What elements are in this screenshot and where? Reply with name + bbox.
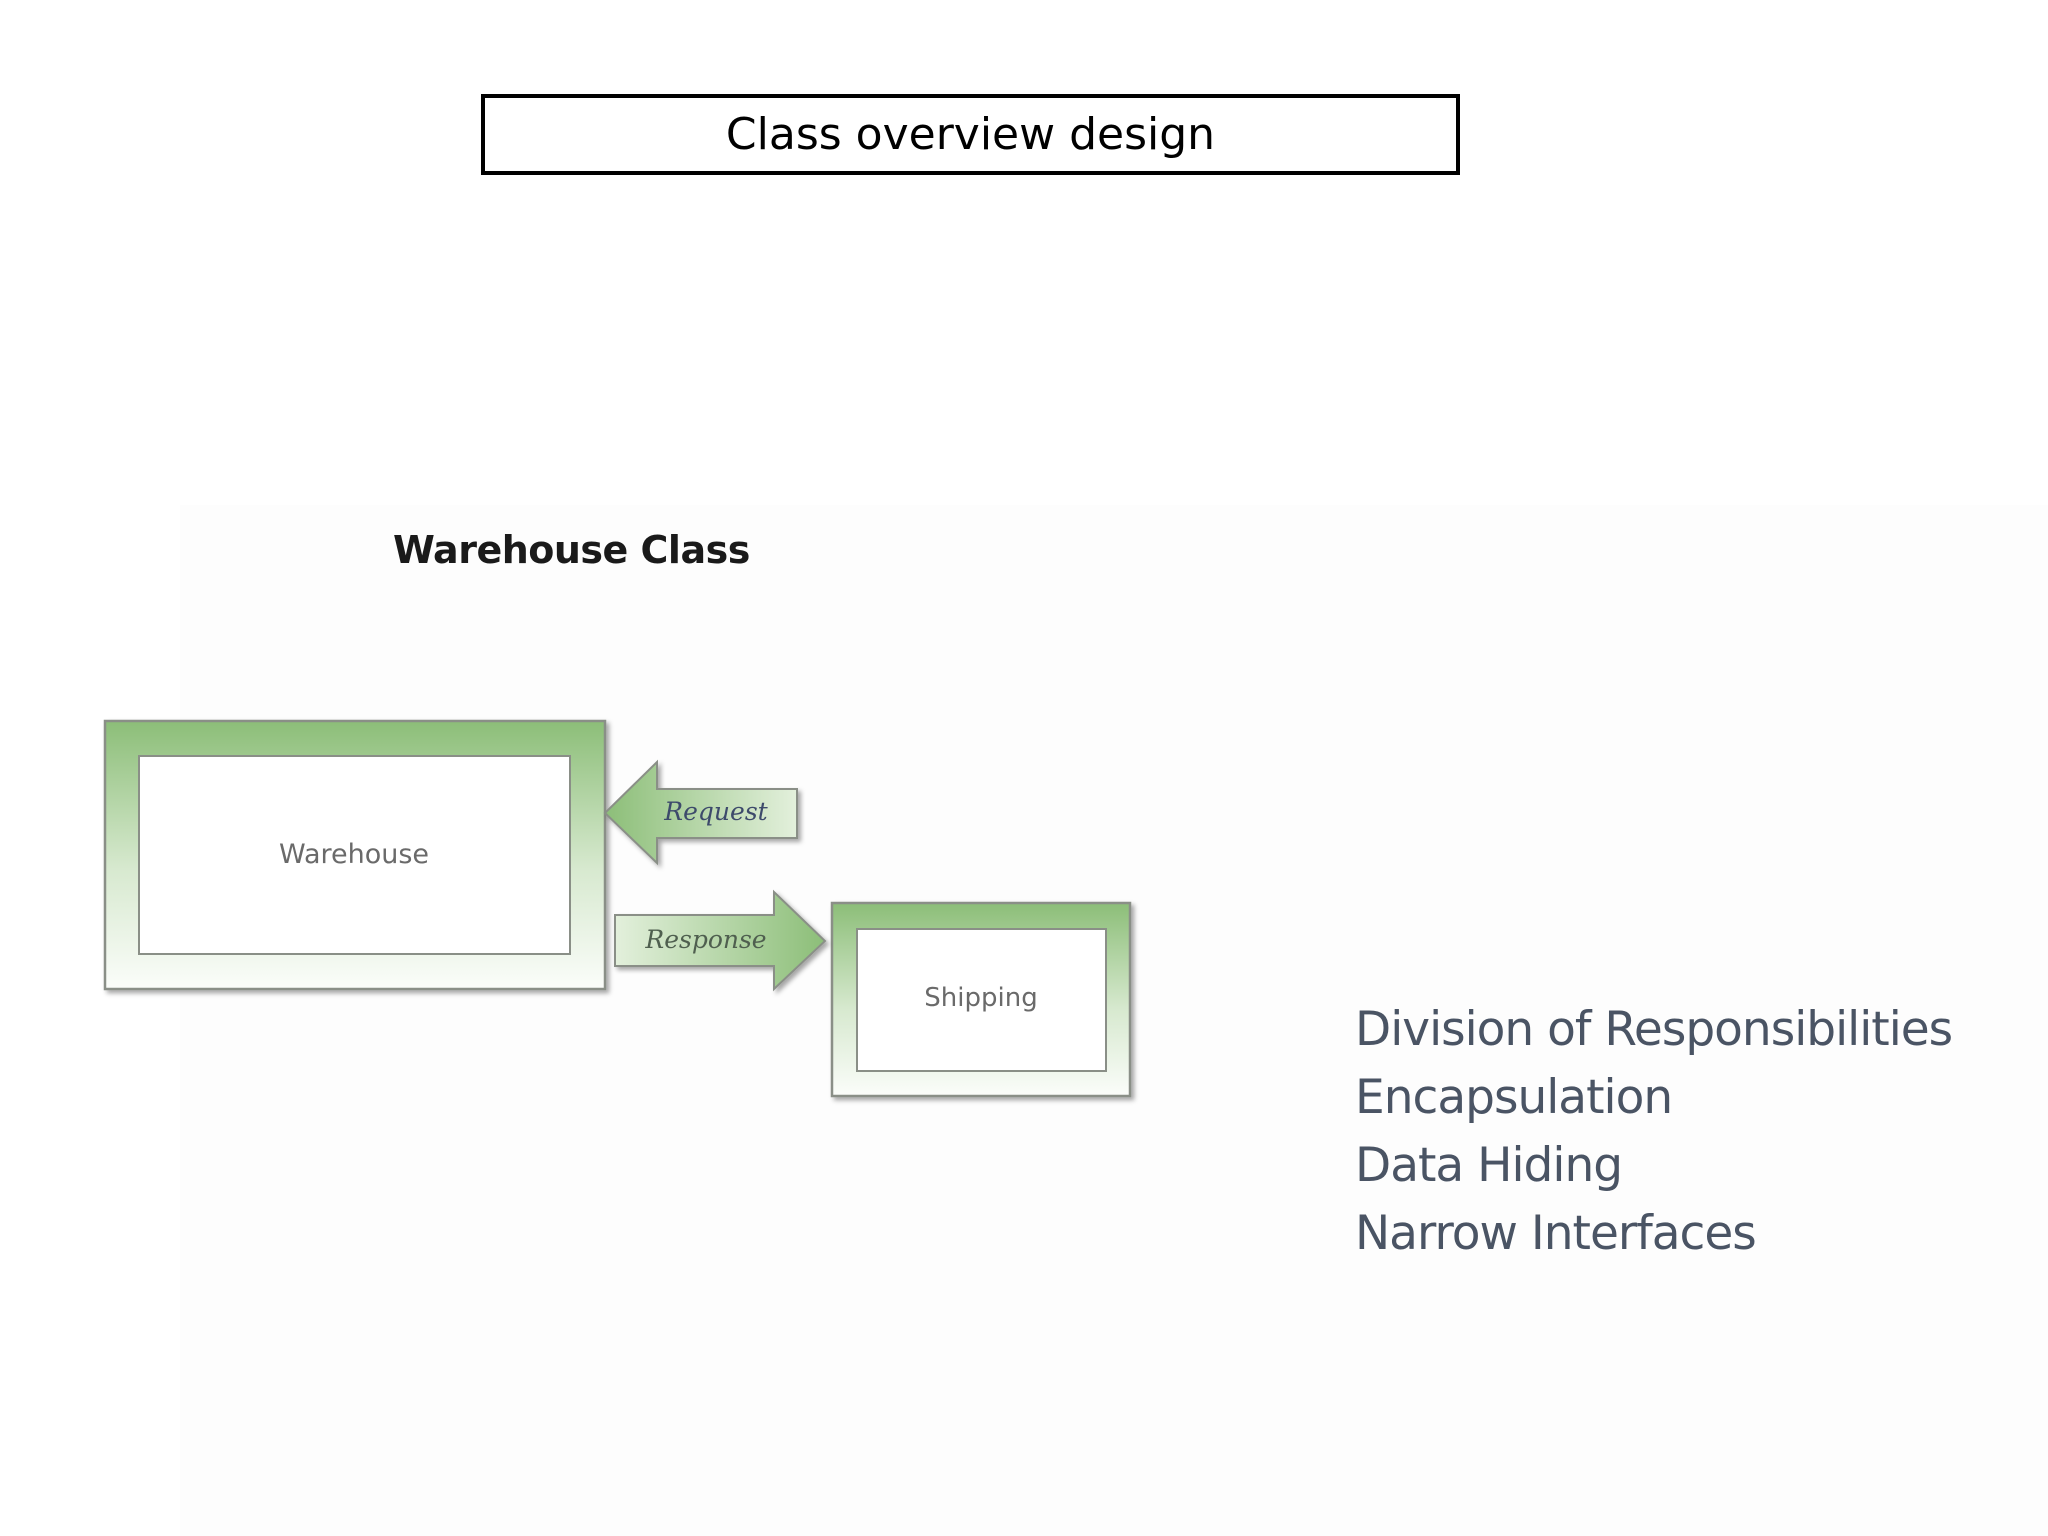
slide-title: Class overview design xyxy=(725,109,1216,160)
slide-title-box: Class overview design xyxy=(481,94,1460,175)
request-label: Request xyxy=(663,797,768,826)
shipping-node: Shipping xyxy=(830,901,1132,1098)
principle-item: Division of Responsibilities xyxy=(1355,1002,1953,1057)
response-arrow: Response xyxy=(614,889,827,992)
diagram-title: Warehouse Class xyxy=(393,528,750,572)
principle-item: Encapsulation xyxy=(1355,1070,1673,1125)
response-label: Response xyxy=(644,925,766,954)
shipping-label: Shipping xyxy=(924,983,1037,1013)
principle-item: Data Hiding xyxy=(1355,1138,1623,1193)
design-principles-list: Division of Responsibilities Encapsulati… xyxy=(1355,996,1953,1268)
warehouse-node: Warehouse xyxy=(103,719,607,991)
warehouse-label: Warehouse xyxy=(279,839,429,870)
principle-item: Narrow Interfaces xyxy=(1355,1206,1757,1261)
request-arrow: Request xyxy=(603,759,798,866)
